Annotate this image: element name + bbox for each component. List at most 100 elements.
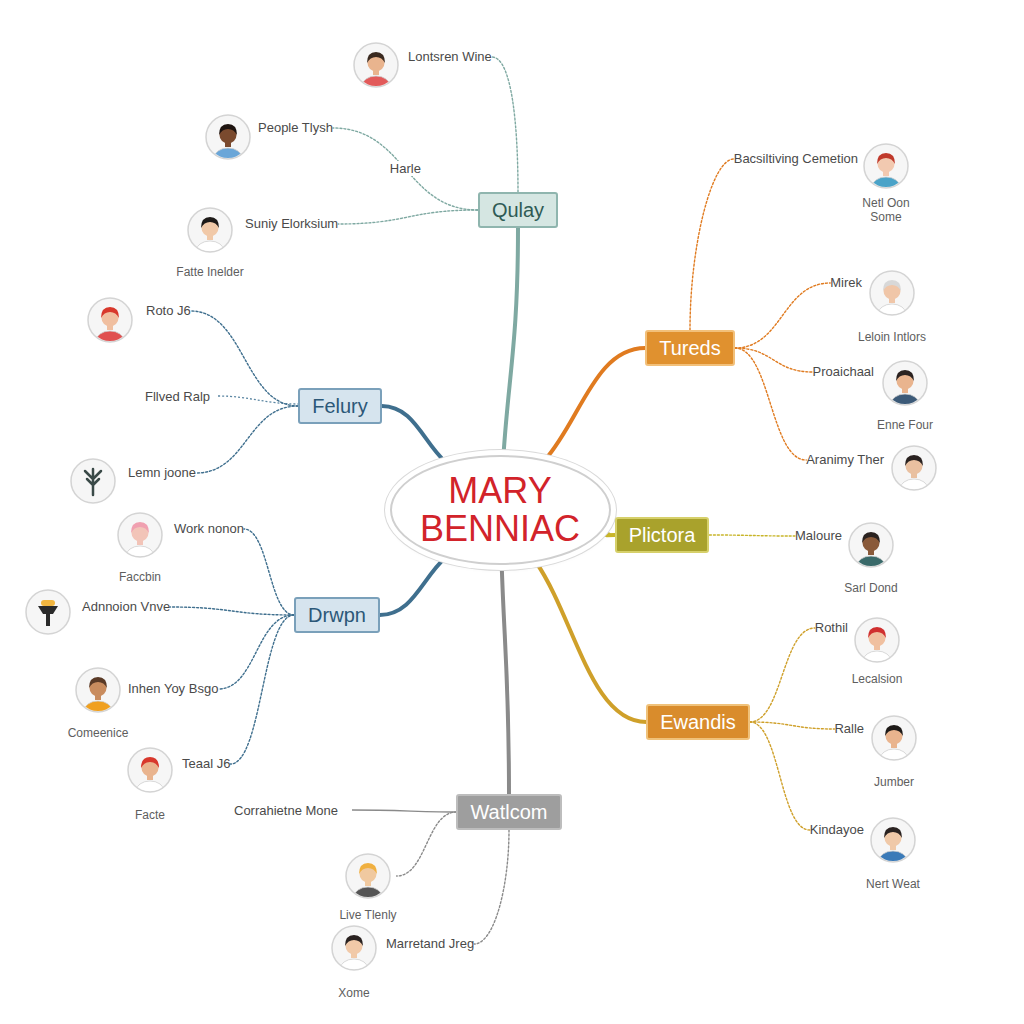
leaf-line (690, 159, 734, 330)
leaf-line (750, 628, 815, 722)
leaf-line (244, 529, 294, 615)
person-name: People Tlysh (258, 120, 333, 136)
avatar-circle (126, 746, 174, 794)
person-role: Fatte Inelder (176, 265, 243, 279)
branch-box: Drwpn (294, 597, 380, 633)
avatar-circle (186, 206, 234, 254)
leaf-line (230, 615, 294, 764)
leaf-line (750, 722, 835, 729)
leaf-line (492, 57, 518, 192)
leaf-line (170, 607, 294, 615)
leaf-node: Inhen Yoy BsgoComeenice (68, 666, 219, 740)
leaf-node: Aranimy Ther (806, 444, 938, 492)
person-role: Sarl Dond (844, 581, 897, 595)
avatar-circle (853, 616, 901, 664)
branch-label: Drwpn (308, 603, 366, 627)
person-name: Rothil (815, 620, 848, 636)
person-role: Facte (135, 808, 165, 822)
person-name: Roto J6 (146, 303, 191, 319)
avatar-circle (74, 666, 122, 714)
icon-circle (24, 588, 72, 636)
person-role: Xome (338, 986, 369, 1000)
person-role: Faccbin (119, 570, 161, 584)
branch-label: Tureds (659, 336, 721, 360)
avatar-circle (330, 924, 378, 972)
person-name: Maloure (795, 528, 842, 544)
person-name: Inhen Yoy Bsgo (128, 681, 218, 697)
leader-line (218, 396, 298, 404)
person-name: Lemn joone (128, 465, 196, 481)
avatar-circle (847, 521, 895, 569)
person-name: Suniy Elorksium (245, 216, 338, 232)
branch-label: Plictora (629, 523, 696, 547)
avatar-circle (862, 142, 910, 190)
branch-box: Felury (298, 388, 382, 424)
leaf-node: Marretand JregXome (330, 924, 474, 1000)
branch-label: Qulay (492, 198, 544, 222)
leaf-node: MaloureSarl Dond (795, 521, 898, 595)
avatar-circle (890, 444, 938, 492)
avatar-circle (116, 511, 164, 559)
person-name: Lontsren Wine (408, 49, 492, 65)
branch-box: Qulay (478, 192, 558, 228)
person-role: Comeenice (68, 726, 129, 740)
leaf-node: Work nononFaccbin (116, 511, 244, 584)
main-branch-line (380, 558, 445, 615)
leaf-node: Lemn joone (69, 457, 196, 505)
main-branch-line (545, 348, 645, 460)
branch-box: Watlcom (456, 794, 561, 830)
branch-label: Watlcom (470, 800, 547, 824)
leaf-line (735, 283, 830, 348)
leaf-node: MirekLeloin Intlors (830, 269, 926, 344)
branch-box: Ewandis (646, 704, 750, 740)
main-branch-line (601, 532, 614, 535)
person-name: Ralle (834, 721, 864, 737)
person-name: Aranimy Ther (806, 452, 884, 468)
avatar-circle (352, 41, 400, 89)
person-name: Teaal J6 (182, 756, 230, 772)
person-role: Jumber (874, 775, 914, 789)
leaf-line (709, 535, 795, 536)
branch-box: Tureds (645, 330, 735, 366)
leader-line (352, 810, 462, 812)
icon-circle (69, 457, 117, 505)
leaf-node: Bacsiltiving CemetionNetl Oon Some (734, 142, 918, 225)
main-branch-line (536, 562, 646, 722)
person-role: Live Tlenly (339, 908, 396, 922)
branch-box: Plictora (615, 517, 710, 553)
leaf-line (735, 348, 806, 460)
avatar-circle (869, 816, 917, 864)
leaf-node: Lontsren Wine (352, 41, 492, 89)
leaf-line (333, 128, 478, 210)
person-name: Kindayoe (810, 822, 864, 838)
leaf-node: KindayoeNert Weat (810, 816, 920, 891)
avatar-circle (870, 714, 918, 762)
leaf-line (218, 615, 294, 689)
avatar-circle (86, 296, 134, 344)
leaf-line (474, 830, 509, 944)
branch-label: Felury (312, 394, 368, 418)
avatar-circle (204, 113, 252, 161)
branch-note: Fllved Ralp (143, 389, 212, 404)
person-role: Enne Four (877, 418, 933, 432)
leaf-node: RalleJumber (834, 714, 918, 789)
person-name: Proaichaal (813, 364, 874, 380)
avatar-circle (881, 359, 929, 407)
leaf-node: Adnnoion Vnve (24, 588, 170, 636)
central-title: MARY BENNIAC (420, 472, 580, 548)
leaf-node: Teaal J6 Facte (126, 746, 230, 822)
edge-label: Harle (388, 161, 423, 176)
person-role: Netl Oon Some (854, 196, 918, 225)
avatar-circle (868, 269, 916, 317)
person-role: Leloin Intlors (858, 330, 926, 344)
person-name: Mirek (830, 275, 862, 291)
person-role: Nert Weat (866, 877, 920, 891)
leaf-node: RothilLecalsion (815, 616, 903, 686)
person-name: Bacsiltiving Cemetion (734, 151, 858, 167)
person-role: Lecalsion (852, 672, 903, 686)
leaf-node: Suniy ElorksiumFatte Inelder (176, 206, 338, 279)
leaf-node: ProaichaalEnne Four (813, 359, 933, 432)
leaf-line (397, 812, 457, 876)
branch-note: Corrahietne Mone (232, 803, 340, 818)
